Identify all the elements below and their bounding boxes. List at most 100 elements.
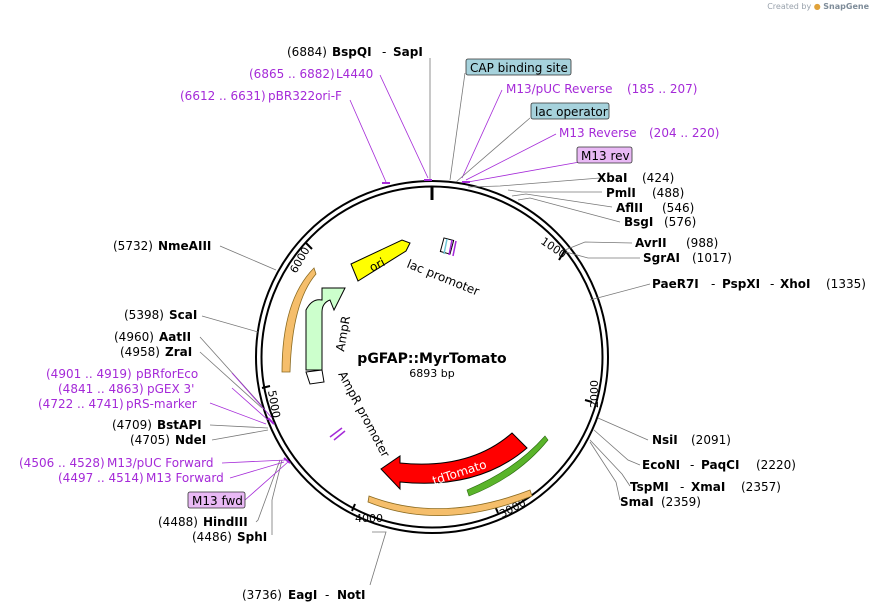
enzyme-name: XhoI [780,277,811,291]
enzyme-pos: (5732) [113,239,153,253]
primer-range: (204 .. 220) [649,126,719,140]
feature-ampr-label: AmpR [333,315,353,353]
feature-ampr-promoter[interactable] [305,369,325,385]
enzyme-name: PaqCI [701,458,739,472]
primer-range: (4841 .. 4863) [58,382,144,396]
enzyme-name: ZraI [165,345,192,359]
primer-name: pRS-marker [126,397,197,411]
tick-mark-4000 [351,503,356,512]
enzyme-name: PaeR7I [652,277,699,291]
enzyme-pos: (5398) [124,308,164,322]
enzyme-label-scai[interactable]: (5398) ScaI [124,308,197,322]
enzyme-separator: - [382,45,386,59]
enzyme-label-bstapi[interactable]: (4709) BstAPI [112,418,202,432]
primer-label-m13-forward[interactable]: (4497 .. 4514) M13 Forward [58,471,224,485]
label-box [530,102,610,120]
enzyme-pos: (4488) [158,515,198,529]
enzyme-label-avrii[interactable]: AvrII (988) [635,236,718,250]
enzyme-name: NdeI [175,433,206,447]
enzyme-label-nsii[interactable]: NsiI (2091) [652,433,731,447]
enzyme-name: XbaI [597,171,627,185]
primer-label-l4440[interactable]: (6865 .. 6882) L4440 [249,67,373,81]
tick-4000: 4000 [355,512,383,525]
feature-tdtomato[interactable] [380,432,528,491]
enzyme-label-paer7i-pspxi-xhoi[interactable]: PaeR7I - PspXI - XhoI (1335) [652,277,866,291]
boxed-label-m13-fwd[interactable]: M13 fwd [187,491,246,509]
feature-green[interactable] [466,435,549,497]
enzyme-separator: - [680,480,684,494]
enzyme-label-bspqi-sapi[interactable]: (6884) BspQI - SapI [287,45,423,59]
plasmid-name: pGFAP::MyrTomato [357,351,507,367]
enzyme-name: SphI [237,530,267,544]
enzyme-label-bsgi[interactable]: BsgI (576) [624,215,696,229]
feature-lac-promoter[interactable] [439,237,457,257]
credit-brand: SnapGene [823,2,869,11]
primer-tick-ampr [329,427,343,438]
enzyme-label-econi-paqci[interactable]: EcoNI - PaqCI (2220) [642,458,796,472]
enzyme-pos: (4960) [114,330,154,344]
primer-label-pgex3[interactable]: (4841 .. 4863) pGEX 3' [58,382,194,396]
tick-mark-1000 [558,249,566,261]
primer-label-pbr322ori-f[interactable]: (6612 .. 6631) pBR322ori-F [180,89,342,103]
boxed-label-cap-binding-site[interactable]: CAP binding site [465,58,572,76]
enzyme-name: NsiI [652,433,678,447]
tick-2000: 2000 [588,380,601,408]
primer-tick-ampr-2 [333,430,346,441]
boxed-label-m13-rev[interactable]: M13 rev [576,146,633,164]
enzyme-pos: (2091) [691,433,731,447]
enzyme-label-pmli[interactable]: PmlI (488) [606,186,684,200]
primer-label-m13-puc-reverse[interactable]: M13/pUC Reverse (185 .. 207) [506,82,697,96]
enzyme-pos: (2357) [741,480,781,494]
enzyme-label-smai[interactable]: SmaI (2359) [620,495,701,509]
enzyme-pos: (4705) [130,433,170,447]
tick-5000: 5000 [265,389,283,419]
feature-ori[interactable] [350,239,411,282]
plasmid-length: 6893 bp [409,367,454,380]
label-text: CAP binding site [470,61,568,75]
enzyme-name: BspQI [332,45,372,59]
enzyme-label-tspmi-xmai[interactable]: TspMI - XmaI (2357) [630,480,781,494]
enzyme-pos: (1017) [692,251,732,265]
label-box [576,146,633,164]
primer-range: (4901 .. 4919) [46,367,132,381]
enzyme-label-sphi[interactable]: (4486) SphI [192,530,267,544]
enzyme-connectors [199,58,651,586]
enzyme-pos: (2220) [756,458,796,472]
primer-range: (4506 .. 4528) [19,456,105,470]
feature-orange-left[interactable] [281,267,317,373]
feature-ampr[interactable] [305,287,346,371]
enzyme-pos: (546) [662,201,694,215]
site-connectors [449,72,531,183]
enzyme-label-nmeaiii[interactable]: (5732) NmeAIII [113,239,211,253]
primer-name: M13/pUC Reverse [506,82,613,96]
boxed-label-lac-operator[interactable]: lac operator [530,102,610,120]
primer-range: (4497 .. 4514) [58,471,144,485]
tick-mark-2000 [584,399,593,403]
primer-label-m13-reverse[interactable]: M13 Reverse (204 .. 220) [559,126,719,140]
enzyme-separator: - [690,458,694,472]
enzyme-name: PmlI [606,186,636,200]
enzyme-separator: - [770,277,774,291]
enzyme-name: PspXI [722,277,760,291]
enzyme-label-zrai[interactable]: (4958) ZraI [120,345,192,359]
enzyme-label-aflii[interactable]: AflII (546) [616,201,694,215]
primer-connectors [209,74,603,501]
primer-range: (185 .. 207) [627,82,697,96]
enzyme-name: SgrAI [643,251,680,265]
primer-name: M13/pUC Forward [107,456,214,470]
enzyme-name: AatII [159,330,191,344]
enzyme-label-aatii[interactable]: (4960) AatII [114,330,191,344]
enzyme-name: SapI [393,45,423,59]
feature-orange-bottom[interactable] [367,489,533,516]
primer-label-prs-marker[interactable]: (4722 .. 4741) pRS-marker [38,397,197,411]
enzyme-label-xbai[interactable]: XbaI (424) [597,171,674,185]
enzyme-pos: (4958) [120,345,160,359]
primer-label-m13-puc-forward[interactable]: (4506 .. 4528) M13/pUC Forward [19,456,214,470]
enzyme-label-hindiii[interactable]: (4488) HindIII [158,515,248,529]
enzyme-label-eagi-noti[interactable]: (3736) EagI - NotI [242,588,366,602]
enzyme-label-ndei[interactable]: (4705) NdeI [130,433,206,447]
primer-label-pbrforeco[interactable]: (4901 .. 4919) pBRforEco [46,367,198,381]
enzyme-pos: (488) [652,186,684,200]
enzyme-label-sgrai[interactable]: SgrAI (1017) [643,251,732,265]
enzyme-name: SmaI [620,495,654,509]
